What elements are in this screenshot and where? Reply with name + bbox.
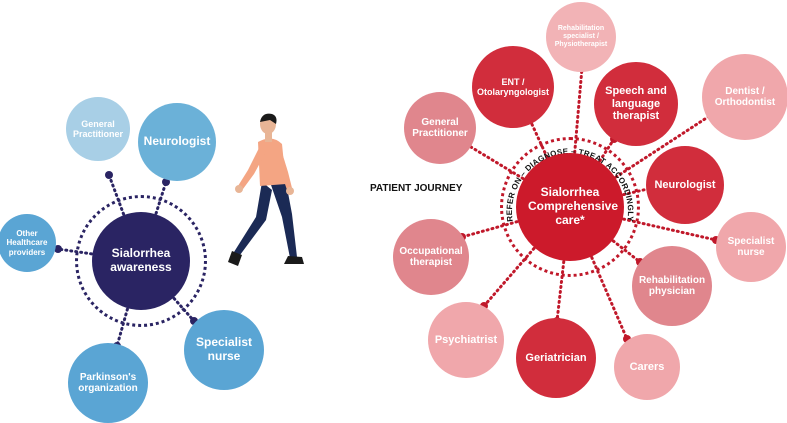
- awareness-center-node: Sialorrhea awareness: [92, 212, 190, 310]
- right-node-specialist-nurse: Specialist nurse: [716, 212, 786, 282]
- care-center-label: Sialorrhea Comprehensive care*: [528, 185, 619, 227]
- care-dotted-ring: [500, 137, 640, 277]
- right-node-ent: ENT / Otolaryngologist: [472, 46, 554, 128]
- right-node-rehab-specialist: Rehabilitation specialist / Physiotherap…: [546, 2, 616, 72]
- right-node-psychiatrist: Psychiatrist: [428, 302, 504, 378]
- care-center-node: Sialorrhea Comprehensive care*: [516, 153, 624, 261]
- left-node-specialist-nurse: Specialist nurse: [184, 310, 264, 390]
- right-node-occupational-therapist: Occupational therapist: [393, 219, 469, 295]
- connector-dot-general-practitioner: [105, 171, 113, 179]
- right-node-general-practitioner: General Practitioner: [404, 92, 476, 164]
- left-node-parkinsons-organization: Parkinson's organization: [68, 343, 148, 423]
- left-node-neurologist: Neurologist: [138, 103, 216, 181]
- awareness-center-label: Sialorrhea awareness: [110, 246, 172, 274]
- walking-person-illustration: [228, 113, 304, 266]
- connector-dentist: [568, 113, 713, 209]
- right-node-geriatrician: Geriatrician: [516, 318, 596, 398]
- right-node-dentist: Dentist / Orthodontist: [702, 54, 787, 140]
- right-node-speech-therapist: Speech and language therapist: [594, 62, 678, 146]
- right-node-rehabilitation-physician: Rehabilitation physician: [632, 246, 712, 326]
- right-node-carers: Carers: [614, 334, 680, 400]
- left-node-general-practitioner: General Practitioner: [66, 97, 130, 161]
- left-node-other-healthcare-providers: Other Healthcare providers: [0, 214, 56, 272]
- patient-journey-title: PATIENT JOURNEY: [370, 183, 463, 194]
- right-node-neurologist: Neurologist: [646, 146, 724, 224]
- connector-dot-other-healthcare-providers: [54, 245, 62, 253]
- awareness-dotted-ring: [75, 195, 207, 327]
